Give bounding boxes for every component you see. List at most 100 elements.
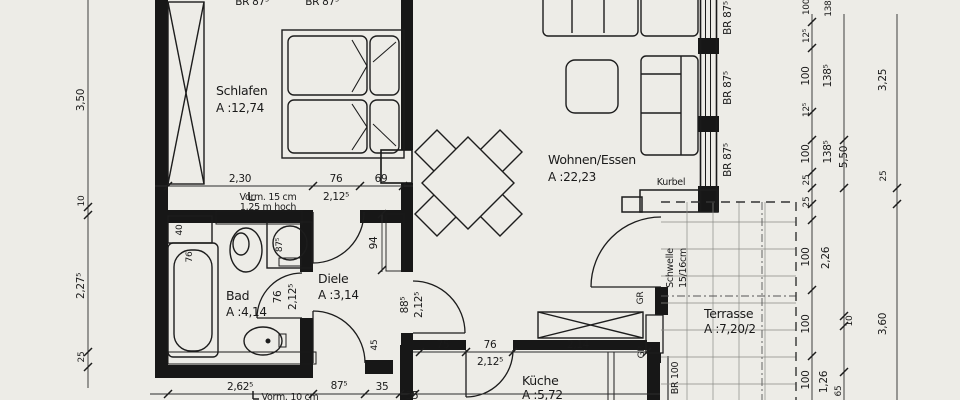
kurbel-label: Kurbel bbox=[657, 177, 685, 188]
dim-rb-1385b: 138⁵ bbox=[822, 140, 834, 163]
vorm15-note-1: Vorm. 15 cm bbox=[240, 192, 297, 203]
window-pier-3 bbox=[698, 186, 719, 212]
dim-rb-65: 65 bbox=[834, 386, 844, 397]
door-kueche bbox=[465, 349, 514, 398]
br87-top-2: BR 87⁵ bbox=[305, 0, 339, 8]
dim-left-10: 10 bbox=[77, 195, 87, 206]
br87-right-1: BR 87⁵ bbox=[722, 1, 734, 35]
door-schlafen bbox=[312, 211, 365, 264]
terrace-boundary bbox=[661, 201, 797, 400]
gr-label-2: GR bbox=[637, 346, 647, 359]
wall-kueche-north-right bbox=[513, 340, 647, 350]
dim-rc-360: 3,60 bbox=[877, 313, 889, 335]
vorm15-note-2: 1,25 m hoch bbox=[240, 202, 297, 213]
dim-ra-125a: 12⁵ bbox=[802, 28, 812, 43]
wardrobe bbox=[167, 1, 205, 185]
window-pier-1 bbox=[698, 38, 719, 54]
dim-bad-tub: 76 bbox=[185, 251, 195, 262]
radiator bbox=[385, 213, 405, 272]
bidet bbox=[243, 326, 287, 356]
kueche-label: Küche bbox=[522, 373, 559, 388]
bed bbox=[281, 29, 405, 159]
dim-diele-stub: 45 bbox=[370, 340, 380, 351]
dim-ra-100c: 100 bbox=[800, 247, 812, 266]
br87-right-2: BR 87⁵ bbox=[722, 71, 734, 105]
wall-schlafen-wohnen-upper bbox=[401, 0, 413, 150]
dim-schlafen-door-h: 2,12⁵ bbox=[323, 191, 349, 203]
bad-area: A :4,14 bbox=[226, 305, 267, 319]
dim-diele-door-w: 88⁵ bbox=[399, 297, 411, 314]
dim-bad-basin: 87⁵ bbox=[275, 237, 285, 252]
dim-rtop-1385: 138⁵ bbox=[824, 0, 834, 17]
door-diele-wohnen bbox=[412, 280, 466, 334]
dim-rb-126: 1,26 bbox=[818, 370, 830, 393]
wall-kueche-north-left bbox=[413, 340, 466, 350]
dim-schlafen-door: 76 bbox=[330, 173, 343, 185]
dim-rb-1385a: 138⁵ bbox=[822, 64, 834, 87]
wall-entry-stub bbox=[365, 360, 393, 374]
east-wall-windows bbox=[699, 0, 718, 212]
shaft bbox=[380, 149, 413, 184]
dim-left-25: 25 bbox=[77, 352, 87, 363]
schlafen-label: Schlafen bbox=[216, 83, 267, 98]
dim-schlafen-230: 2,30 bbox=[229, 173, 251, 185]
dim-left-350: 3,50 bbox=[75, 89, 87, 111]
sofa-top bbox=[542, 0, 639, 37]
gr-label-1: GR bbox=[636, 292, 646, 305]
br87-right-3: BR 87⁵ bbox=[722, 143, 734, 177]
dim-rc-25: 25 bbox=[879, 171, 889, 182]
kueche-area: A :5,72 bbox=[522, 388, 563, 400]
dimension-lines bbox=[87, 0, 898, 400]
dim-diele-door-h: 2,12⁵ bbox=[413, 292, 425, 318]
dim-rtop-100: 100 bbox=[802, 0, 812, 15]
dining-set bbox=[414, 129, 523, 237]
dim-bottom-2625: 2,62⁵ bbox=[227, 381, 253, 393]
dim-ra-100e: 100 bbox=[800, 370, 812, 389]
diele-area: A :3,14 bbox=[318, 288, 359, 302]
wall-bad-south bbox=[155, 365, 313, 378]
terrace-tiles bbox=[661, 202, 796, 400]
sofa-chaise bbox=[640, 0, 699, 37]
sofa-right bbox=[640, 55, 699, 156]
dim-kueche-width: 2,14 bbox=[567, 339, 590, 351]
dim-bad-niche: 40 bbox=[175, 224, 185, 235]
dim-kueche-seg: 75 bbox=[437, 339, 450, 351]
coffee-table bbox=[565, 59, 619, 114]
dim-diele-radiator: 94 bbox=[368, 236, 380, 249]
washbasin bbox=[266, 221, 313, 269]
dim-ra-25a: 25 bbox=[802, 175, 812, 186]
dim-bottom-35: 35 bbox=[376, 381, 389, 393]
terrasse-area: A :7,20/2 bbox=[704, 322, 756, 336]
dim-bottom-35b: 35 bbox=[406, 390, 419, 400]
dim-left-2275: 2,27⁵ bbox=[75, 273, 87, 299]
dim-bad-door-h: 2,12⁵ bbox=[287, 284, 299, 310]
dimension-ticks bbox=[83, 17, 902, 400]
window-pier-2 bbox=[698, 116, 719, 132]
dim-bad-door-w: 76 bbox=[272, 290, 284, 303]
kurbel-box bbox=[621, 189, 719, 213]
dim-kueche-door-h: 2,12⁵ bbox=[477, 356, 503, 368]
terrasse-label: Terrasse bbox=[703, 306, 754, 321]
schlafen-area: A :12,74 bbox=[216, 101, 264, 115]
wohnen-area: A :22,23 bbox=[548, 170, 596, 184]
wohnen-label: Wohnen/Essen bbox=[548, 152, 636, 167]
dim-ra-25b: 25 bbox=[802, 197, 812, 208]
bad-niche bbox=[167, 215, 213, 244]
toilet bbox=[229, 227, 263, 273]
terrace-pillar-base bbox=[648, 353, 661, 363]
schwelle-label-1: Schwelle bbox=[665, 248, 676, 288]
kitchen-cabinet-edge bbox=[607, 352, 615, 400]
dim-kueche-door: 76 bbox=[484, 339, 497, 351]
dim-rb-226: 2,26 bbox=[820, 246, 832, 269]
br100-label: BR 100 bbox=[670, 362, 681, 395]
schwelle-label-2: 15/16cm bbox=[678, 248, 689, 288]
dim-bottom-875: 87⁵ bbox=[331, 380, 348, 392]
kitchen-counter bbox=[537, 311, 644, 339]
dim-rc-325: 3,25 bbox=[877, 69, 889, 91]
br87-top-1: BR 87⁵ bbox=[235, 0, 269, 8]
wall-corridor-corner bbox=[400, 345, 413, 400]
dim-ra-100a: 100 bbox=[800, 66, 812, 85]
door-bad bbox=[256, 272, 303, 319]
